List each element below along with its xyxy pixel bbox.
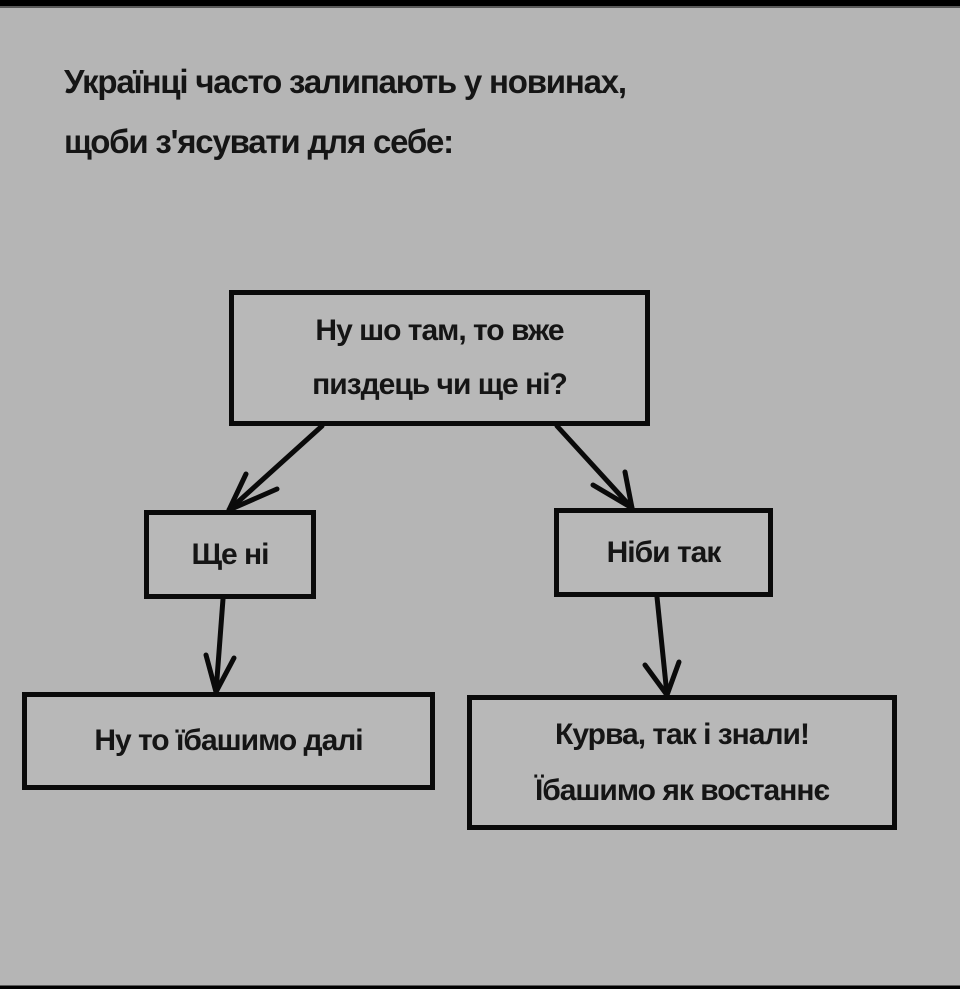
outcome-yes-box: Курва, так і знали! Їбашимо як востаннє <box>467 695 897 830</box>
question-box: Ну шо там, то вже пиздець чи ще ні? <box>229 290 650 426</box>
top-border <box>0 0 960 6</box>
arrow-yes-to-outcome <box>642 594 682 698</box>
title-line-2: щоби з'ясувати для себе: <box>64 123 454 160</box>
top-border-shade <box>0 6 960 8</box>
question-line-1: Ну шо там, то вже <box>315 314 564 347</box>
branch-yes-label: Ніби так <box>606 535 722 569</box>
branch-no-box: Ще ні <box>144 510 316 599</box>
branch-yes-box: Ніби так <box>554 508 773 597</box>
question-line-2: пиздець чи ще ні? <box>312 368 568 401</box>
bottom-border <box>0 986 960 989</box>
outcome-no-label: Ну то їбашимо далі <box>94 724 363 757</box>
arrow-question-to-yes <box>554 423 635 511</box>
branch-no-label: Ще ні <box>191 537 269 571</box>
page-title: Українці часто залипають у новинах, щоби… <box>64 52 824 172</box>
outcome-no-box: Ну то їбашимо далі <box>22 692 435 790</box>
outcome-yes-line-1: Курва, так і знали! <box>555 717 810 751</box>
bottom-border-shade <box>0 985 960 986</box>
arrow-question-to-no <box>226 423 325 513</box>
arrow-no-to-outcome <box>203 596 237 695</box>
title-line-1: Українці часто залипають у новинах, <box>64 63 627 100</box>
outcome-yes-line-2: Їбашимо як востаннє <box>534 773 830 807</box>
